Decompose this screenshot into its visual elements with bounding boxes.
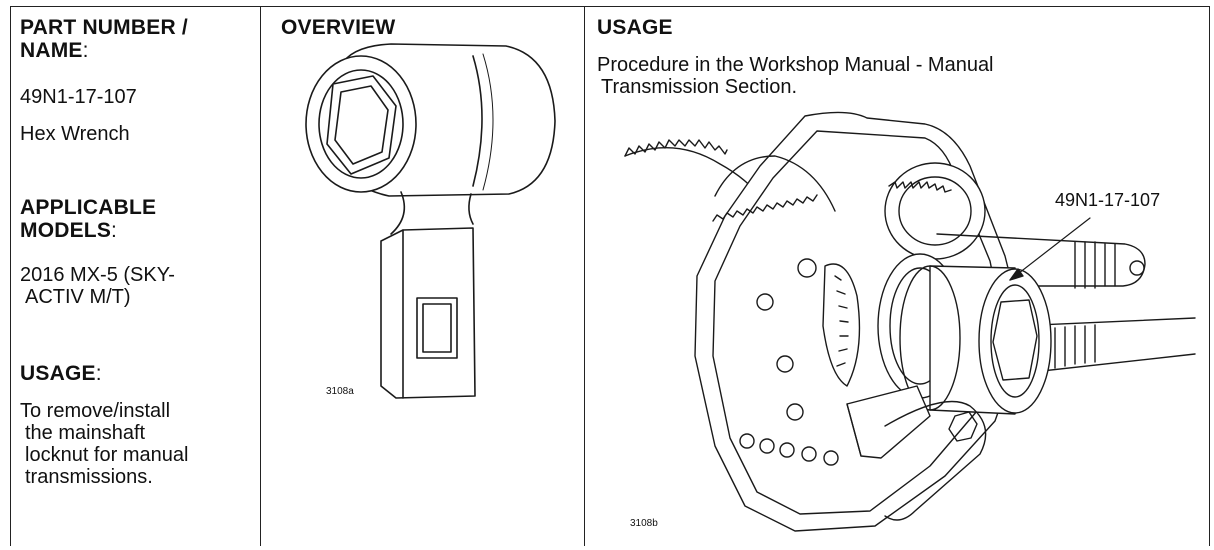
overview-column: OVERVIEW — [261, 6, 584, 546]
usage-heading-right: USAGE — [597, 16, 673, 39]
procedure-line1: Procedure in the Workshop Manual - Manua… — [597, 54, 994, 76]
part-heading-colon: : — [82, 39, 89, 62]
usage-figure-code: 3108b — [630, 518, 658, 529]
models-value: 2016 MX-5 (SKY- ACTIV M/T) — [20, 264, 175, 308]
part-heading-name: NAME — [20, 39, 83, 62]
overview-heading: OVERVIEW — [281, 16, 396, 39]
overview-figure-code: 3108a — [326, 386, 354, 397]
usage-column: USAGE Procedure in the Workshop Manual -… — [585, 6, 1209, 546]
usage-heading-left: USAGE: — [20, 362, 102, 385]
models-heading-colon: : — [111, 219, 118, 242]
hex-wrench-illustration — [305, 43, 556, 399]
right-border — [1209, 6, 1210, 546]
usage-heading-colon: : — [95, 362, 102, 385]
callout-label: 49N1-17-107 — [1055, 190, 1161, 210]
part-number-value: 49N1-17-107 — [20, 86, 137, 108]
top-border — [10, 6, 1210, 7]
transmission-illustration — [624, 111, 1196, 532]
column-divider-1 — [260, 6, 261, 546]
models-heading-line1: APPLICABLE — [20, 196, 157, 219]
part-name-value: Hex Wrench — [20, 123, 130, 145]
usage-line1: To remove/install — [20, 400, 171, 422]
usage-line2: the mainshaft — [25, 422, 146, 444]
applicable-models-heading: APPLICABLE MODELS: — [20, 196, 156, 242]
usage-line4: transmissions. — [25, 466, 153, 488]
models-heading-models: MODELS — [20, 219, 112, 242]
tool-info-sheet: PART NUMBER / NAME: 49N1-17-107 Hex Wren… — [10, 6, 1210, 546]
part-number-heading: PART NUMBER / NAME: — [20, 16, 188, 62]
column-divider-2 — [584, 6, 585, 546]
models-line1: 2016 MX-5 (SKY- — [20, 264, 175, 286]
usage-line3: locknut for manual — [25, 444, 189, 466]
models-line2: ACTIV M/T) — [25, 286, 131, 308]
usage-heading-text: USAGE — [20, 362, 96, 385]
part-heading-line1: PART NUMBER / — [20, 16, 188, 39]
part-heading-line2: NAME: — [20, 39, 188, 62]
left-border — [10, 6, 11, 546]
usage-description: To remove/install the mainshaft locknut … — [20, 400, 188, 488]
models-heading-line2: MODELS: — [20, 219, 156, 242]
procedure-line2: Transmission Section. — [601, 76, 797, 98]
info-column: PART NUMBER / NAME: 49N1-17-107 Hex Wren… — [20, 6, 255, 546]
usage-procedure-text: Procedure in the Workshop Manual - Manua… — [597, 54, 994, 98]
